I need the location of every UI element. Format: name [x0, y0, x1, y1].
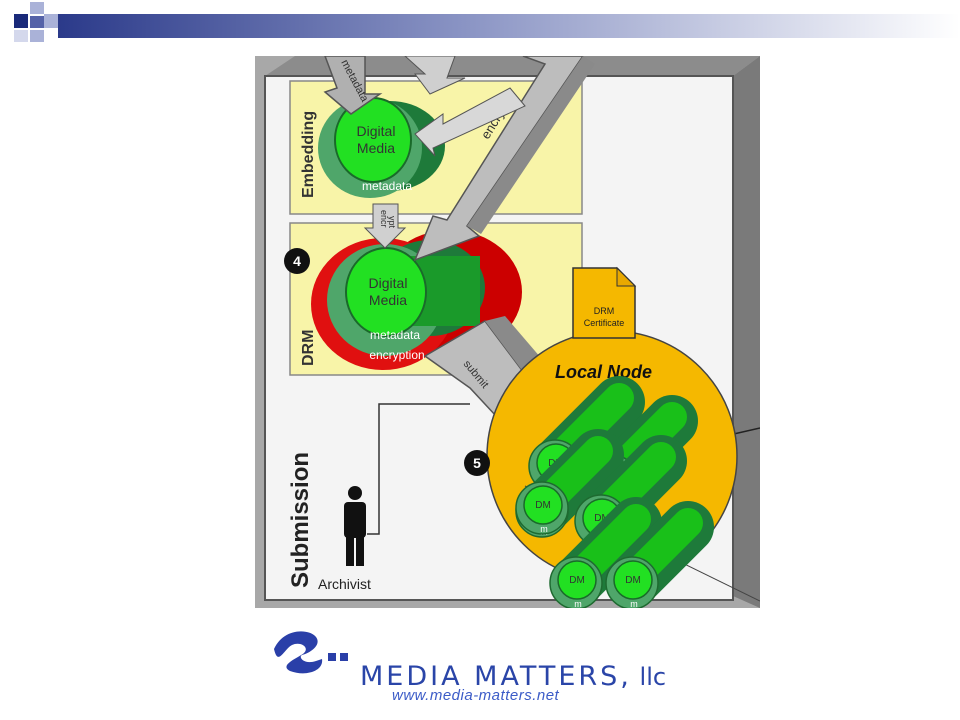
header-square: [14, 30, 28, 42]
media-matters-logo: MEDIA MATTERS, llc www.media-matters.net: [270, 625, 690, 720]
encrypt-big-arrow-shade: [467, 56, 595, 234]
submission-label: Submission: [287, 452, 314, 588]
cylinder-m-label: m: [630, 599, 638, 608]
embedding-label: Embedding: [300, 111, 317, 198]
cylinder-core: [613, 560, 653, 600]
media-label-1: Digital: [369, 275, 408, 291]
header-gradient-bar: [58, 14, 960, 38]
cylinder-dm-label: DM: [625, 575, 641, 586]
media-core: [345, 247, 427, 337]
header-square: [44, 14, 58, 28]
panel-side: [733, 56, 760, 608]
step-4-marker: [284, 248, 310, 274]
header-square: [14, 14, 28, 28]
media-label-2: Media: [357, 140, 395, 156]
header-square: [30, 16, 44, 28]
brand-url: www.media-matters.net: [392, 687, 560, 704]
person-leg-left: [346, 534, 354, 566]
certificate-label-2: Certificate: [584, 318, 625, 328]
brand-suffix: llc: [631, 663, 667, 691]
step-4-number: 4: [293, 253, 301, 269]
logo-square: [328, 653, 336, 661]
brand-main: MEDIA MATTERS,: [360, 661, 632, 692]
cylinder-m-label: m: [540, 524, 548, 534]
certificate-label-1: DRM: [594, 306, 615, 316]
encrypt-big-arrow: [413, 56, 584, 262]
person-head: [348, 486, 362, 500]
cylinder-m-label: m: [574, 599, 582, 608]
certificate-fold: [616, 266, 637, 287]
person-body: [344, 502, 366, 538]
step-5-marker: [464, 450, 490, 476]
metadata-label: metadata: [370, 328, 420, 342]
archivist-figure: [344, 486, 366, 566]
logo-square: [340, 653, 348, 661]
logo-mark: [274, 631, 348, 674]
brand-name: MEDIA MATTERS, llc: [360, 661, 666, 692]
header-square: [30, 2, 44, 14]
logo-wave: [274, 631, 323, 674]
encrypt-small-arrow: [363, 203, 407, 249]
media-cylinder: DM m: [605, 501, 714, 608]
media-cylinder: DM m: [515, 481, 569, 535]
stored-media-cylinders: DMmDMmDMmDMmDMmDMmDMm: [515, 376, 714, 608]
encrypt-small-label-1: encr: [379, 210, 389, 228]
step-5-number: 5: [473, 455, 481, 471]
media-label-2: Media: [369, 292, 407, 308]
title-bar-decoration: [14, 2, 960, 42]
cylinder-dm-label: DM: [535, 500, 551, 511]
cylinder-core: [557, 560, 597, 600]
cylinder-dm-label: DM: [569, 575, 585, 586]
archivist-label: Archivist: [318, 576, 371, 592]
archivist-connector: [367, 403, 470, 535]
metadata-arrow: [323, 56, 383, 115]
metadata-label: metadata: [362, 179, 412, 193]
embed-arrow: [404, 56, 466, 95]
header-square: [30, 30, 44, 42]
digital-media-embedding: Digital Media metadata: [318, 97, 445, 198]
drm-certificate: DRM Certificate: [572, 266, 637, 339]
metadata-input-arrow: [414, 87, 526, 157]
drm-submission-diagram: Embedding DRM Submission 4 Digital Media…: [255, 56, 760, 608]
media-label-1: Digital: [357, 123, 396, 139]
encrypt-small-label-2: ypt: [387, 216, 397, 229]
cylinder-core: [523, 485, 563, 525]
cylinder-dm-label: DM: [594, 513, 610, 524]
person-leg-right: [356, 534, 364, 566]
media-cylinder: DM m: [549, 497, 662, 608]
encryption-label: encryption: [369, 348, 424, 362]
local-node-label: Local Node: [555, 362, 652, 382]
drm-label: DRM: [300, 330, 317, 366]
panel-top: [265, 56, 760, 76]
